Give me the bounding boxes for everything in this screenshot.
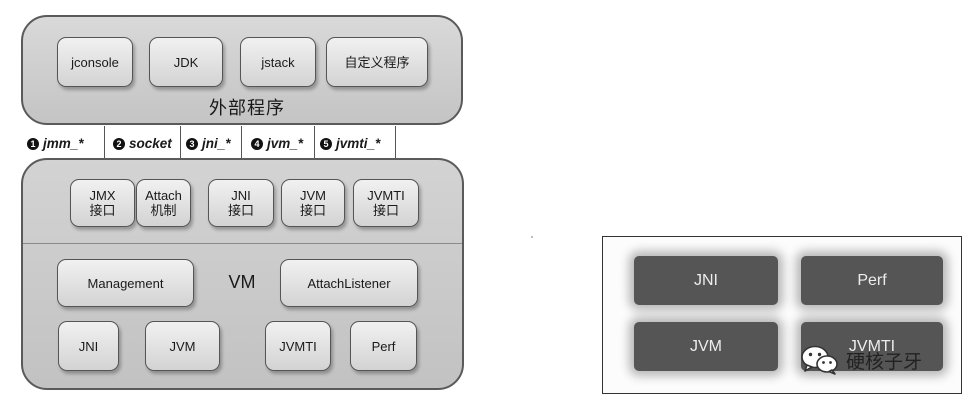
right-jvm-box: JVM (634, 322, 778, 371)
program-box-jstack: jstack (240, 37, 316, 87)
box-label: JVMTI (279, 338, 317, 354)
program-box-jconsole: jconsole (57, 37, 133, 87)
attach-listener-label: AttachListener (307, 275, 391, 291)
number-badge: 5 (320, 137, 332, 150)
box-line1: JVM (299, 188, 326, 203)
interface-text: jmm_* (43, 136, 84, 151)
number-badge: 3 (186, 137, 198, 150)
attach-mechanism-box: Attach 机制 (136, 179, 191, 227)
box-label: JNI (694, 271, 718, 289)
vm-divider (23, 243, 462, 244)
watermark-text: 硬核子牙 (846, 351, 923, 373)
box-line2: 机制 (150, 203, 177, 218)
box-label: JVMTI (848, 337, 896, 355)
number-badge: 4 (251, 137, 263, 150)
perf-box: Perf (350, 321, 417, 371)
box-line2: 接口 (227, 203, 254, 218)
box-label: Perf (371, 338, 396, 354)
watermark: 硬核子牙 (800, 344, 922, 376)
program-label: JDK (173, 54, 199, 70)
external-programs-title: 外部程序 (209, 98, 285, 118)
arrow-attach (180, 126, 181, 171)
interface-text: jvmti_* (336, 136, 381, 151)
management-label: Management (87, 275, 164, 291)
jni-interface-box: JNI 接口 (208, 179, 274, 227)
jmx-interface-box: JMX 接口 (70, 179, 135, 227)
jvm-interface-box: JVM 接口 (281, 179, 345, 227)
box-line2: 接口 (89, 203, 116, 218)
interface-text: socket (129, 136, 172, 151)
management-box: Management (57, 259, 194, 307)
jvmti-box: JVMTI (265, 321, 331, 371)
interface-text: jvm_* (267, 136, 304, 151)
number-badge: 1 (27, 137, 39, 150)
program-label: jstack (261, 54, 295, 70)
right-jni-box: JNI (634, 256, 778, 305)
arrow-jni (241, 126, 242, 171)
box-line1: JVMTI (367, 188, 405, 203)
right-perf-box: Perf (801, 256, 943, 305)
arrow-jmx (104, 126, 105, 171)
box-label: JVM (169, 338, 196, 354)
box-line1: JNI (231, 188, 251, 203)
program-box-custom: 自定义程序 (326, 37, 428, 87)
wechat-icon (801, 345, 838, 375)
box-line2: 接口 (299, 203, 326, 218)
jni-box: JNI (58, 321, 119, 371)
program-box-jdk: JDK (149, 37, 223, 87)
box-line1: JMX (89, 188, 116, 203)
attach-listener-box: AttachListener (280, 259, 418, 307)
number-badge: 2 (113, 137, 125, 150)
stray-dot (531, 236, 533, 238)
box-label: JNI (78, 338, 99, 354)
arrow-jvmti (395, 126, 396, 171)
interface-text: jni_* (202, 136, 231, 151)
box-line1: Attach (145, 188, 182, 203)
interface-label-jmm: 1 jmm_* (27, 136, 84, 151)
interface-label-jvmti: 5 jvmti_* (320, 136, 380, 151)
box-label: Perf (857, 271, 887, 289)
box-label: JVM (690, 337, 722, 355)
right-jvmti-box: JVMTI (801, 322, 943, 371)
jvmti-interface-box: JVMTI 接口 (353, 179, 419, 227)
jvm-box: JVM (145, 321, 220, 371)
vm-label: VM (228, 272, 256, 292)
program-label: 自定义程序 (344, 54, 410, 70)
program-label: jconsole (71, 54, 119, 70)
interface-label-jni: 3 jni_* (186, 136, 231, 151)
box-line2: 接口 (372, 203, 399, 218)
interface-label-socket: 2 socket (113, 136, 172, 151)
interface-label-jvm: 4 jvm_* (251, 136, 303, 151)
arrow-jvm (314, 126, 315, 171)
